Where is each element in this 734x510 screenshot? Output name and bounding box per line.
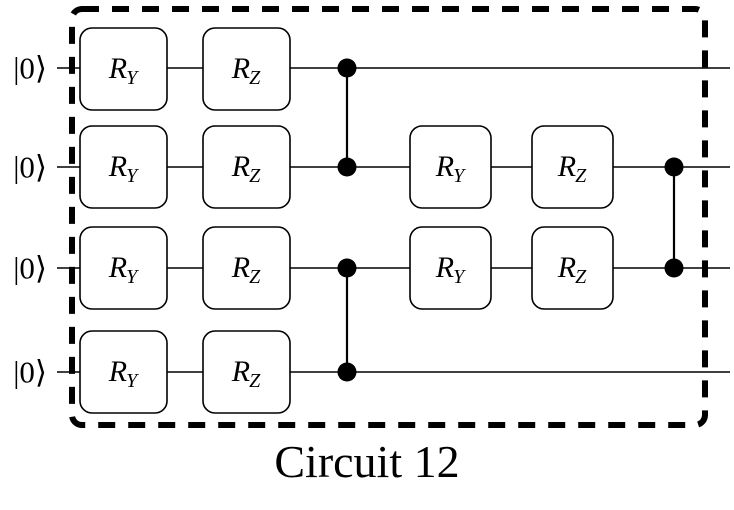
gate-rz-q1-label: RZ — [557, 150, 587, 187]
gate-letter: R — [108, 150, 128, 183]
gate-ry-q2-label: RY — [435, 251, 465, 288]
figure-caption: Circuit 12 — [274, 436, 460, 487]
qubit-input-ket-3: |0⟩ — [13, 354, 47, 390]
gate-ry-q3-label: RY — [108, 355, 138, 392]
gate-axis-subscript: Z — [249, 67, 261, 89]
gate-axis-subscript: Z — [249, 165, 261, 187]
gate-axis-subscript: Y — [126, 370, 138, 392]
gate-axis-subscript: Y — [453, 165, 465, 187]
gate-ry-q1-label: RY — [108, 150, 138, 187]
gate-axis-subscript: Y — [126, 165, 138, 187]
gate-axis-subscript: Z — [249, 370, 261, 392]
gate-letter: R — [231, 150, 251, 183]
gate-letter: R — [557, 150, 577, 183]
gate-letter: R — [435, 150, 455, 183]
circuit-block-dashed-border-layer — [69, 6, 708, 428]
gate-ry-q3-box[interactable] — [79, 330, 168, 414]
gate-axis-subscript: Z — [575, 165, 587, 187]
gate-axis-subscript: Z — [249, 266, 261, 288]
gate-ry-q0-label: RY — [108, 52, 138, 89]
gate-ry-q1-box[interactable] — [409, 125, 492, 209]
gate-letter: R — [108, 355, 128, 388]
gate-rz-q2-label: RZ — [557, 251, 587, 288]
gate-ry-q2-box[interactable] — [79, 226, 168, 310]
cz-target-dot[interactable] — [337, 362, 357, 382]
gate-letter: R — [435, 251, 455, 284]
gate-axis-subscript: Z — [575, 266, 587, 288]
cz-target-dot[interactable] — [664, 258, 684, 278]
gate-letter: R — [231, 355, 251, 388]
gate-rz-q0-box[interactable] — [202, 27, 291, 111]
cz-gate-2[interactable] — [664, 157, 684, 278]
gate-ry-q1-box[interactable] — [79, 125, 168, 209]
gate-axis-subscript: Y — [126, 266, 138, 288]
cz-target-dot[interactable] — [337, 157, 357, 177]
gate-ry-q1-label: RY — [435, 150, 465, 187]
gate-letter: R — [108, 251, 128, 284]
gate-rz-q3-label: RZ — [231, 355, 261, 392]
gate-ry-q0-box[interactable] — [79, 27, 168, 111]
gate-letter: R — [557, 251, 577, 284]
gate-rz-q1-box[interactable] — [531, 125, 614, 209]
gate-axis-subscript: Y — [453, 266, 465, 288]
qubit-wires-layer — [57, 67, 730, 373]
circuit-block-dashed-border — [69, 6, 708, 428]
cz-control-dot[interactable] — [337, 258, 357, 278]
gate-axis-subscript: Y — [126, 67, 138, 89]
gate-letter: R — [108, 52, 128, 85]
gate-rz-q2-box[interactable] — [531, 226, 614, 310]
gate-rz-q2-box[interactable] — [202, 226, 291, 310]
cz-gate-0[interactable] — [337, 58, 357, 177]
gate-letter: R — [231, 52, 251, 85]
cz-gates-layer — [337, 58, 684, 382]
qubit-input-ket-1: |0⟩ — [13, 149, 47, 185]
gate-letter: R — [231, 251, 251, 284]
cz-control-dot[interactable] — [337, 58, 357, 78]
gate-ry-q2-box[interactable] — [409, 226, 492, 310]
qubit-input-ket-2: |0⟩ — [13, 250, 47, 286]
gate-rz-q0-label: RZ — [231, 52, 261, 89]
qubit-input-ket-0: |0⟩ — [13, 50, 47, 86]
gate-ry-q2-label: RY — [108, 251, 138, 288]
cz-control-dot[interactable] — [664, 157, 684, 177]
gate-rz-q1-box[interactable] — [202, 125, 291, 209]
gate-rz-q2-label: RZ — [231, 251, 261, 288]
cz-gate-1[interactable] — [337, 258, 357, 382]
gate-rz-q3-box[interactable] — [202, 330, 291, 414]
gate-rz-q1-label: RZ — [231, 150, 261, 187]
rotation-gate-boxes-layer — [79, 27, 614, 414]
